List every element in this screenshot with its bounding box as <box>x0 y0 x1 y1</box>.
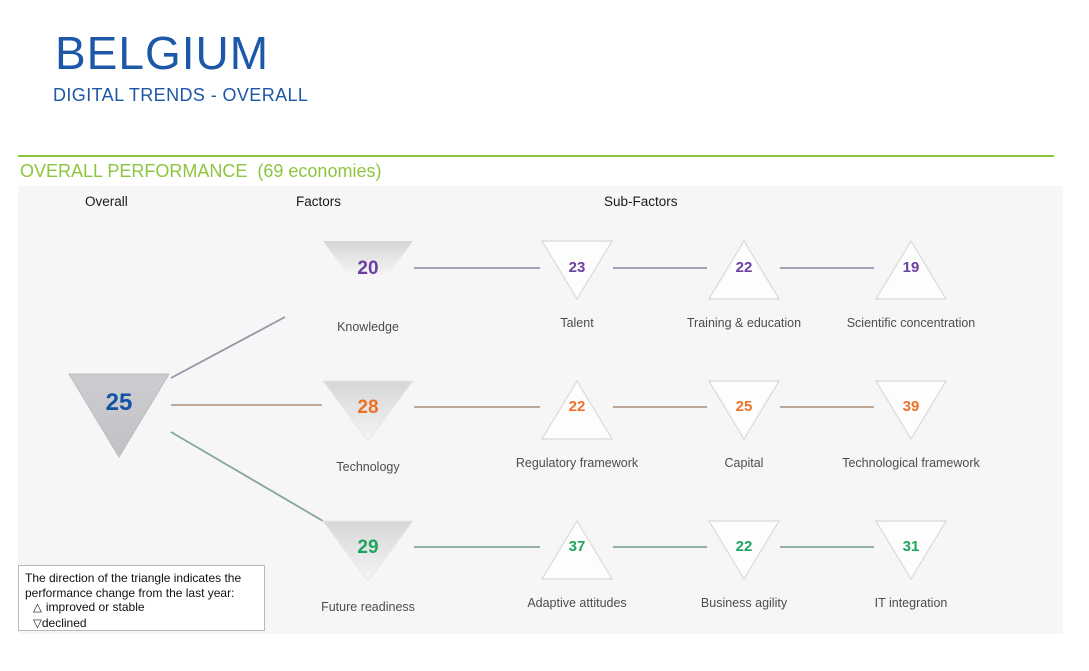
subfactor-label: Talent <box>560 316 594 330</box>
factor-value: 28 <box>357 397 379 418</box>
subfactor-triangle-up-icon <box>541 380 613 440</box>
page-title: BELGIUM <box>55 27 270 79</box>
legend-improved: △improved or stable <box>25 600 258 616</box>
subfactor-value: 22 <box>735 538 753 555</box>
subfactor-triangle-up-icon <box>541 520 613 580</box>
subfactor-node: 19 <box>875 240 947 300</box>
subfactor-label: Adaptive attitudes <box>527 596 627 610</box>
section-heading-suffix: (69 economies) <box>257 161 382 181</box>
overall-triangle-down-icon <box>68 373 170 458</box>
subfactor-value: 22 <box>735 259 753 276</box>
subfactor-triangle-up-icon <box>875 240 947 300</box>
subfactor-label: Regulatory framework <box>515 456 639 470</box>
subfactor-label: Capital <box>724 456 764 470</box>
factor-node: 20 <box>322 240 414 302</box>
subfactor-node: 22 <box>708 520 780 580</box>
subfactor-node: 39 <box>875 380 947 440</box>
factor-label: Knowledge <box>337 320 399 334</box>
subfactor-label: Training & education <box>686 316 802 330</box>
factor-node: 29 <box>322 520 414 582</box>
factor-label: Technology <box>336 460 400 474</box>
column-header-factors: Factors <box>296 194 342 209</box>
subfactor-value: 25 <box>735 398 753 415</box>
subfactor-triangle-up-icon <box>708 240 780 300</box>
section-heading-text: OVERALL PERFORMANCE <box>20 161 248 181</box>
legend-declined: ▽declined <box>25 616 258 632</box>
factor-value: 20 <box>357 258 379 279</box>
column-header-overall: Overall <box>85 194 128 209</box>
subfactor-label: Technological framework <box>842 456 980 470</box>
legend-box: The direction of the triangle indicates … <box>18 565 265 631</box>
subfactor-value: 19 <box>902 259 920 276</box>
subfactor-node: 23 <box>541 240 613 300</box>
factor-value: 29 <box>357 537 379 558</box>
factor-triangle-down-icon <box>322 380 414 442</box>
subfactor-label: IT integration <box>874 596 948 610</box>
column-header-subfactors: Sub-Factors <box>604 194 678 209</box>
section-heading: OVERALL PERFORMANCE (69 economies) <box>20 161 381 182</box>
subfactor-label: Scientific concentration <box>846 316 976 330</box>
diagram-panel <box>18 186 1063 634</box>
subfactor-value: 31 <box>902 538 920 555</box>
triangle-up-icon: △ <box>33 602 42 614</box>
legend-improved-label: improved or stable <box>45 600 145 614</box>
subfactor-value: 22 <box>568 398 586 415</box>
subfactor-value: 37 <box>568 538 586 555</box>
factor-triangle-down-icon <box>323 241 413 301</box>
section-divider <box>18 155 1054 157</box>
factor-label: Future readiness <box>321 600 415 614</box>
subfactor-value: 39 <box>902 398 920 415</box>
subfactor-triangle-down-icon <box>708 520 780 580</box>
subfactor-node: 37 <box>541 520 613 580</box>
triangle-down-icon: ▽ <box>33 617 42 630</box>
page-subtitle: DIGITAL TRENDS - OVERALL <box>53 85 309 105</box>
legend-line-1: The direction of the triangle indicates … <box>25 571 242 585</box>
factor-triangle-down-icon <box>322 520 414 582</box>
subfactor-node: 22 <box>708 240 780 300</box>
subfactor-triangle-down-icon <box>541 240 613 300</box>
legend-line-2: performance change from the last year: <box>25 585 235 600</box>
subfactor-value: 23 <box>568 259 586 276</box>
subfactor-triangle-down-icon <box>875 380 947 440</box>
subfactor-node: 31 <box>875 520 947 580</box>
subfactor-triangle-down-icon <box>708 380 780 440</box>
subfactor-label: Business agility <box>700 596 788 610</box>
subfactor-node: 25 <box>708 380 780 440</box>
factor-node: 28 <box>322 380 414 442</box>
overall-value: 25 <box>105 389 133 416</box>
subfactor-triangle-down-icon <box>875 520 947 580</box>
legend-declined-label: declined <box>41 615 87 630</box>
subfactor-node: 22 <box>541 380 613 440</box>
overall-node: 25 <box>68 373 170 458</box>
